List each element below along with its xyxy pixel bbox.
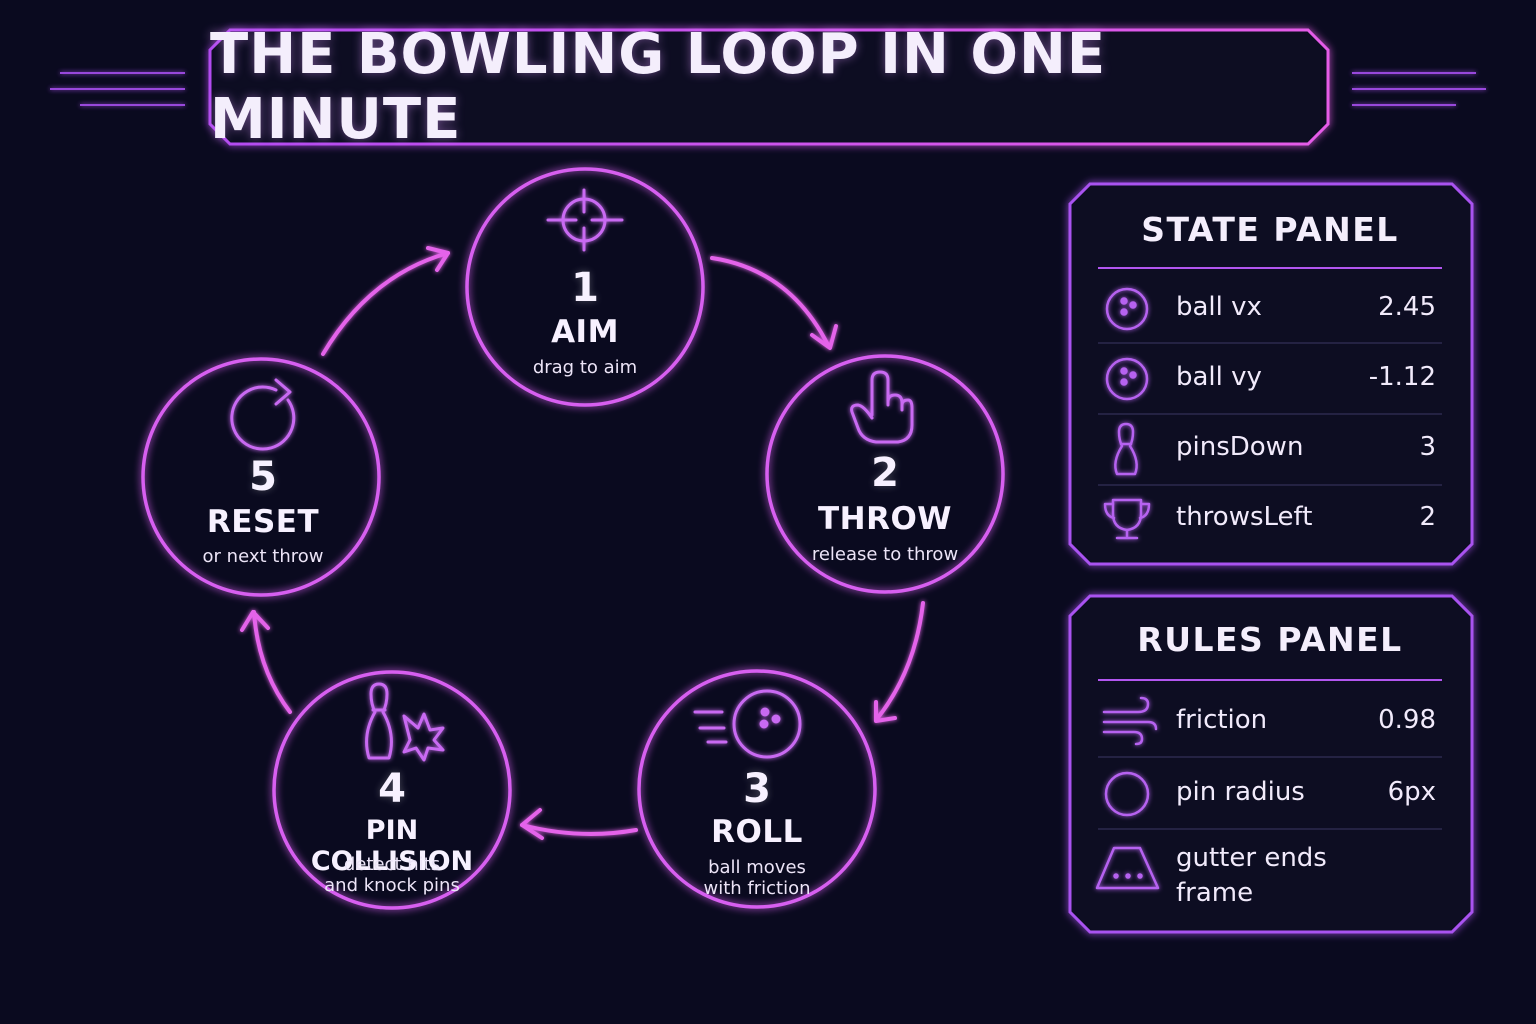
- trophy-icon: [1103, 498, 1151, 540]
- page-title: THE BOWLING LOOP IN ONE MINUTE: [210, 22, 1107, 152]
- rules-panel-title: RULES PANEL: [1137, 620, 1403, 659]
- step-number: 1: [571, 265, 599, 311]
- step-description: drag to aim: [532, 357, 638, 378]
- step-circle-roll[interactable]: [637, 669, 877, 909]
- step-circle-aim[interactable]: [465, 167, 705, 407]
- step-description: release to throw: [811, 544, 959, 565]
- circle-icon: [1104, 771, 1150, 817]
- state-row-value: 3: [1419, 432, 1436, 462]
- step-description: and knock pins: [324, 875, 460, 896]
- step-title: AIM: [551, 314, 619, 350]
- step-description: with friction: [703, 878, 811, 899]
- state-row-label: ball vy: [1176, 362, 1262, 392]
- bowling-pin-icon: [1114, 422, 1138, 476]
- step-description: ball moves: [708, 857, 806, 878]
- title-decor-lines: [50, 72, 1486, 106]
- state-row-value: 2.45: [1378, 292, 1436, 322]
- pointer-hand-icon: [850, 370, 914, 444]
- pin-impact-icon: [365, 682, 445, 762]
- arrow-pin-collision-to-reset: [240, 610, 292, 714]
- step-title: PIN COLLISION: [310, 815, 474, 877]
- rules-row-value: 6px: [1387, 777, 1436, 807]
- rolling-ball-icon: [693, 689, 802, 759]
- step-aim[interactable]: 1 AIM drag to aim: [485, 169, 685, 405]
- arrow-aim-to-throw: [710, 256, 838, 350]
- step-title: ROLL: [711, 814, 803, 850]
- bowling-ball-icon: [1105, 357, 1149, 401]
- state-row-label: pinsDown: [1176, 432, 1304, 462]
- arrow-reset-to-aim: [321, 246, 450, 356]
- rules-row-label: gutter ends: [1176, 843, 1327, 873]
- arrow-roll-to-pin-collision: [520, 808, 638, 840]
- rules-row-label: pin radius: [1176, 777, 1305, 807]
- state-panel-frame: [1068, 182, 1474, 566]
- rules-row-label: friction: [1176, 705, 1268, 735]
- step-reset[interactable]: 5 RESET or next throw: [158, 359, 368, 595]
- step-throw[interactable]: 2 THROW release to throw: [770, 356, 1000, 592]
- step-number: 5: [249, 454, 277, 500]
- step-description: or next throw: [202, 546, 324, 567]
- state-row-value: 2: [1419, 502, 1436, 532]
- step-circle-throw[interactable]: [765, 354, 1005, 594]
- state-panel-title: STATE PANEL: [1141, 210, 1399, 249]
- step-circle-pin-collision[interactable]: [272, 670, 512, 910]
- rules-row-label: frame: [1176, 878, 1254, 908]
- step-title: THROW: [817, 501, 952, 537]
- state-row-value: -1.12: [1368, 362, 1436, 392]
- state-row-label: ball vx: [1176, 292, 1262, 322]
- step-circle-reset[interactable]: [141, 357, 381, 597]
- wind-icon: [1102, 696, 1158, 746]
- step-number: 3: [743, 766, 771, 812]
- step-roll[interactable]: 3 ROLL ball moves with friction: [652, 671, 862, 907]
- step-number: 2: [871, 450, 899, 496]
- bowling-ball-icon: [1105, 287, 1149, 331]
- gutter-lane-icon: [1095, 846, 1160, 890]
- refresh-icon: [230, 378, 296, 451]
- step-number: 4: [378, 766, 406, 812]
- rules-row-value: 0.98: [1378, 705, 1436, 735]
- crosshair-icon: [546, 188, 624, 252]
- state-row-label: throwsLeft: [1176, 502, 1313, 532]
- step-pin-collision[interactable]: 4 PIN COLLISION detect hits and knock pi…: [282, 672, 502, 908]
- step-title: RESET: [206, 504, 320, 540]
- step-description: detect hits: [343, 854, 441, 875]
- arrow-throw-to-roll: [874, 601, 925, 723]
- title-frame: [208, 28, 1330, 146]
